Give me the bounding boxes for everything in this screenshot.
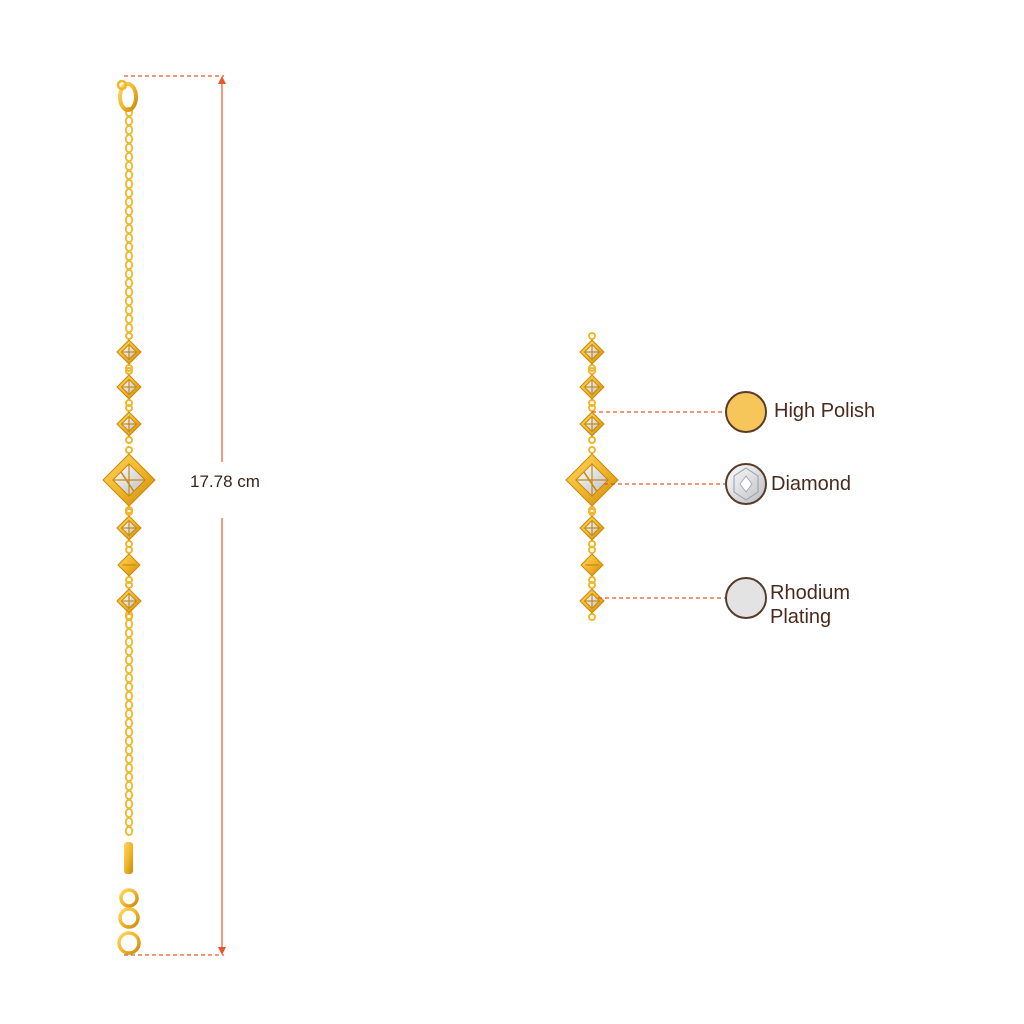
end-tag (124, 842, 133, 874)
chain-link (124, 627, 134, 639)
small-diamond-motif (116, 581, 142, 621)
chain-link (124, 268, 134, 280)
chain-link (124, 295, 134, 307)
chain-link (124, 780, 134, 792)
lobster-clasp (116, 79, 138, 112)
chain-link (124, 169, 134, 181)
chain-link (124, 672, 134, 684)
legend-swatches (725, 391, 767, 619)
chain-link (124, 304, 134, 316)
dimension-lines (124, 75, 226, 956)
chain-link (124, 241, 134, 253)
chain-link (124, 762, 134, 774)
small-diamond-motif (579, 581, 605, 621)
gold-motif (117, 546, 141, 584)
legend-connectors (592, 411, 726, 599)
chain-link (124, 816, 134, 828)
chain-link (124, 178, 134, 190)
chain-link (124, 142, 134, 154)
chain-link (124, 726, 134, 738)
chain-link (124, 663, 134, 675)
length-measurement: 17.78 cm (186, 472, 264, 492)
chain-link (124, 798, 134, 810)
bracelet-full-view (102, 79, 156, 955)
small-diamond-motif (579, 367, 605, 407)
chain-link (124, 618, 134, 630)
chain-bottom (124, 609, 134, 837)
chain-link (124, 196, 134, 208)
chain-link (124, 133, 134, 145)
chain-link (124, 825, 134, 837)
chain-link (124, 645, 134, 657)
small-diamond-motif (116, 367, 142, 407)
chain-link (124, 753, 134, 765)
small-diamond-motif (579, 508, 605, 548)
chain-link (124, 735, 134, 747)
chain-link (124, 214, 134, 226)
legend-label-plating: Plating (770, 606, 832, 628)
chain-link (124, 205, 134, 217)
chain-link (124, 286, 134, 298)
legend-label-rhodium: Rhodium (770, 582, 851, 604)
small-diamond-motif (116, 332, 142, 372)
chain-link (124, 771, 134, 783)
chain-link (124, 223, 134, 235)
chain-top (124, 106, 134, 334)
diamond-motifs (102, 332, 156, 621)
chain-link (124, 277, 134, 289)
chain-link (124, 115, 134, 127)
small-diamond-motif (116, 508, 142, 548)
chain-link (124, 744, 134, 756)
chain-link (124, 690, 134, 702)
chain-link (124, 151, 134, 163)
chain-link (124, 789, 134, 801)
chain-link (124, 250, 134, 262)
legend-label-high-polish: High Polish (774, 400, 876, 422)
chain-link (124, 313, 134, 325)
rhodium-plating-swatch (725, 577, 767, 619)
extender-rings (117, 888, 141, 955)
chain-link (124, 699, 134, 711)
chain-link (124, 232, 134, 244)
bracelet-detail-view (565, 332, 619, 621)
gold-motif (580, 546, 604, 584)
chain-link (124, 636, 134, 648)
chain-link (124, 259, 134, 271)
chain-link (124, 708, 134, 720)
detail-motifs (565, 332, 619, 621)
chain-link (124, 681, 134, 693)
small-diamond-motif (579, 404, 605, 444)
chain-link (124, 124, 134, 136)
chain-link (124, 322, 134, 334)
small-diamond-motif (579, 332, 605, 372)
small-diamond-motif (116, 404, 142, 444)
legend-label-rhodium-plating: Rhodium Plating (770, 581, 850, 629)
high-polish-swatch (725, 391, 767, 433)
diamond-swatch (725, 463, 767, 505)
chain-link (124, 654, 134, 666)
large-diamond-motif (102, 446, 156, 514)
chain-link (124, 160, 134, 172)
large-diamond-motif (565, 446, 619, 514)
chain-link (124, 717, 134, 729)
chain-link (124, 807, 134, 819)
chain-link (124, 187, 134, 199)
legend-label-diamond: Diamond (771, 473, 852, 495)
